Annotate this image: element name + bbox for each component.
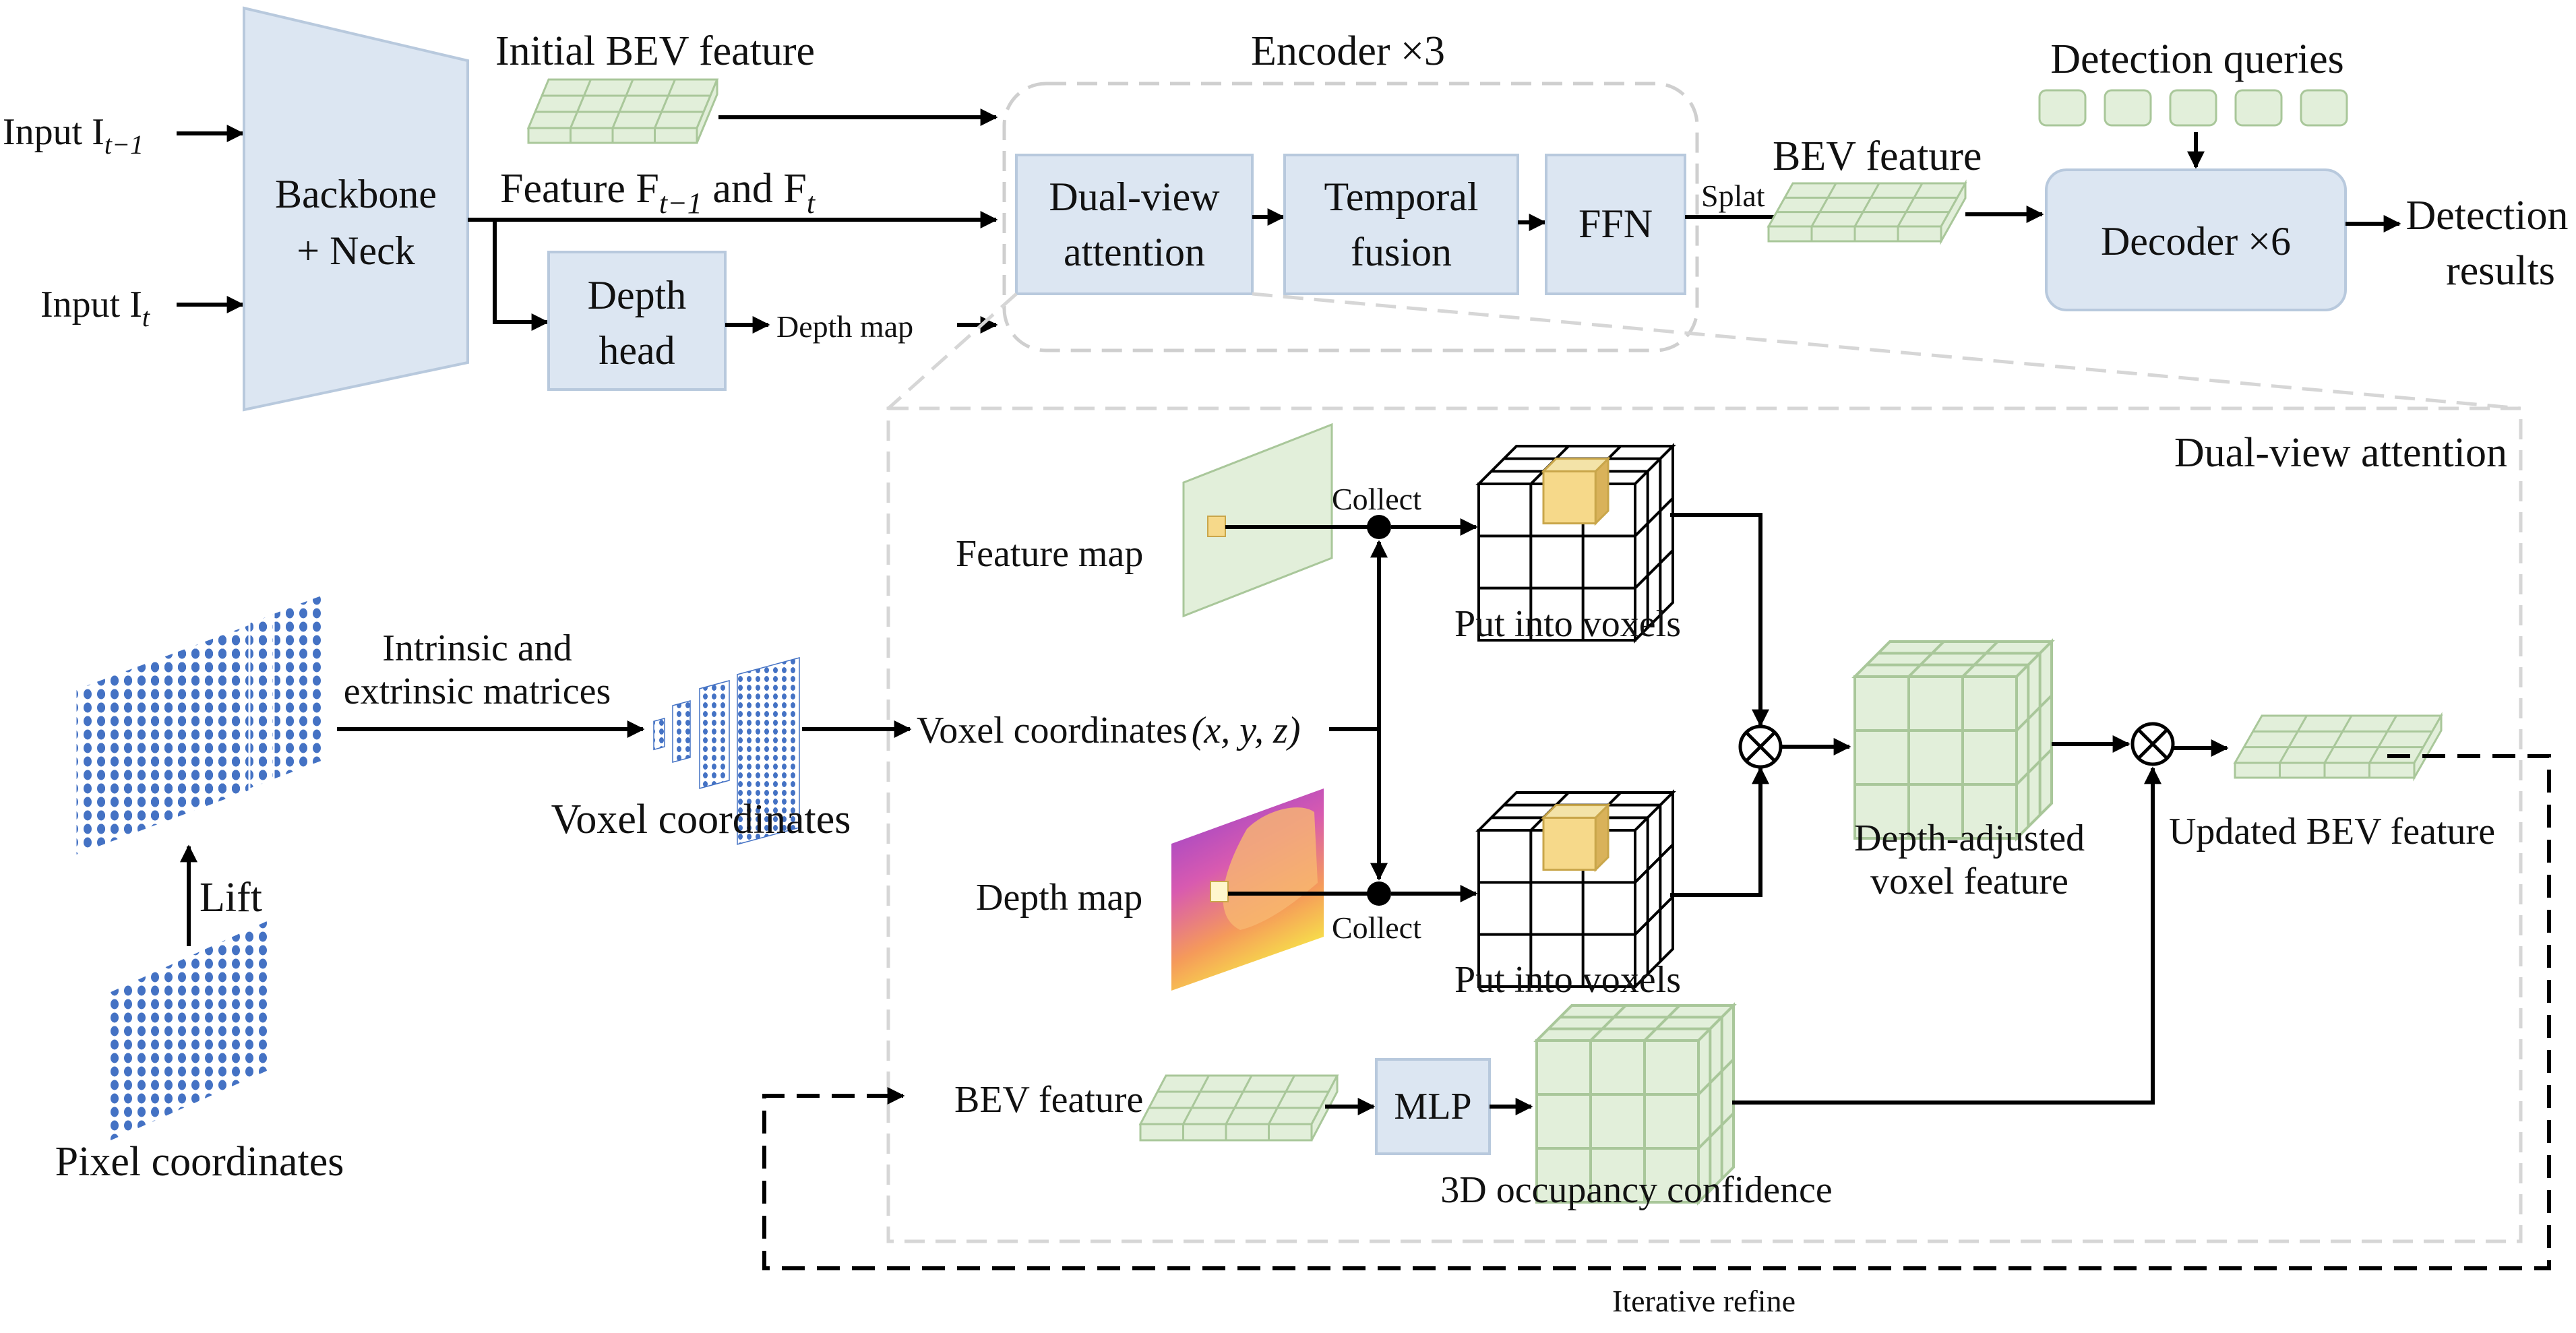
occupancy-label: 3D occupancy confidence — [1440, 1169, 1833, 1211]
arrow-occupancy-to-mult2 — [1732, 766, 2161, 1105]
dual-view-label-2: attention — [1064, 230, 1205, 274]
pixel-coordinates-plane — [108, 921, 268, 1142]
depth-adjusted-label-1: Depth-adjusted — [1854, 817, 2085, 859]
zoom-guide-right — [1252, 292, 2521, 410]
ffn-block — [1545, 154, 1686, 295]
intrinsic-label-1: Intrinsic and — [382, 627, 572, 669]
detection-query-token — [2038, 89, 2087, 127]
svg-text:Feature Ft−1 and Ft: Feature Ft−1 and Ft — [500, 166, 816, 220]
voxel-cube-top — [1475, 443, 1676, 644]
depth-adjusted-label-2: voxel feature — [1870, 861, 2068, 902]
zoom-guide-left — [887, 292, 1018, 410]
updated-bev-grid — [2233, 712, 2443, 782]
ffn-label: FFN — [1578, 202, 1653, 246]
frustum-plane — [699, 680, 730, 789]
backbone-label: Backbone — [275, 172, 437, 216]
intrinsic-label-2: extrinsic matrices — [344, 671, 611, 712]
detection-query-token — [2300, 89, 2348, 127]
bev-feature-bottom-grid — [1138, 1074, 1339, 1142]
mlp-label: MLP — [1394, 1086, 1471, 1127]
voxel-frustum-planes — [653, 657, 800, 845]
multiply-node-1 — [1738, 724, 1783, 769]
collect-node-top — [1367, 515, 1391, 539]
neck-label: + Neck — [297, 228, 415, 273]
input-prev-label: Input It−1 — [3, 111, 144, 160]
dual-view-panel — [886, 406, 2523, 1243]
voxel-cube-bottom — [1475, 789, 1676, 990]
frustum-plane — [653, 718, 665, 751]
depth-adjusted-cube — [1851, 638, 2055, 842]
occupancy-cube — [1533, 1002, 1737, 1206]
multiply-node-2 — [2130, 722, 2175, 766]
encoder-title: Encoder ×3 — [1251, 28, 1445, 74]
detection-queries-label: Detection queries — [2050, 36, 2344, 82]
feature-map-plane — [1182, 423, 1333, 618]
iterative-refine-label: Iterative refine — [1612, 1284, 1796, 1318]
voxel-coordinates-label: Voxel coordinates — [551, 797, 851, 842]
depth-map-label: Depth map — [976, 877, 1142, 919]
decoder-block — [2045, 168, 2347, 311]
dual-view-block — [1015, 154, 1254, 295]
updated-bev-label: Updated BEV feature — [2169, 811, 2495, 852]
backbone-block — [243, 6, 469, 412]
collect-label-top: Collect — [1332, 482, 1421, 516]
svg-text:Input It: Input It — [40, 284, 150, 332]
bev-feature-top-grid — [1767, 179, 1967, 245]
temporal-label-1: Temporal — [1324, 175, 1478, 219]
collect-node-bottom — [1367, 881, 1391, 906]
detection-query-tokens — [2038, 89, 2348, 127]
detection-results-label-2: results — [2446, 248, 2555, 294]
pixel-plane — [74, 622, 251, 858]
bev-feature-top-label: BEV feature — [1773, 133, 1982, 179]
frustum-plane — [672, 700, 691, 763]
dual-view-label-1: Dual-view — [1049, 175, 1220, 219]
voxel-coords-label: Voxel coordinates(x, y, z) — [917, 710, 1300, 751]
arrow-to-depth-head — [493, 220, 549, 331]
decoder-label: Decoder ×6 — [2101, 219, 2291, 264]
pixel-planes-stack — [74, 592, 324, 858]
encoder-container — [1002, 82, 1699, 352]
pixel-coordinates-label: Pixel coordinates — [55, 1139, 344, 1185]
detection-query-token — [2234, 89, 2283, 127]
depth-head-label-2: head — [599, 328, 675, 373]
put-voxels-label-bottom: Put into voxels — [1454, 959, 1681, 1001]
put-voxels-label-top: Put into voxels — [1454, 603, 1681, 645]
initial-bev-grid — [526, 78, 719, 144]
input-cur-label: Input It — [40, 284, 150, 332]
depth-head-block — [547, 251, 727, 391]
feature-map-label: Feature map — [956, 533, 1143, 575]
bev-feature-bottom-label: BEV feature — [954, 1079, 1143, 1121]
lift-label: Lift — [200, 875, 262, 921]
temporal-label-2: fusion — [1351, 230, 1452, 274]
depth-map-patch — [1210, 881, 1229, 902]
arrow-bottom-voxels-to-mult — [1670, 766, 1769, 897]
detection-query-token — [2169, 89, 2217, 127]
feature-map-patch — [1207, 516, 1226, 537]
frustum-plane — [737, 657, 800, 845]
arrow-top-voxels-to-mult — [1670, 513, 1769, 727]
collect-label-bottom: Collect — [1332, 910, 1421, 945]
detection-query-token — [2104, 89, 2152, 127]
depth-head-label-1: Depth — [588, 273, 687, 317]
dual-view-panel-title: Dual-view attention — [2174, 430, 2507, 476]
svg-text:Input It−1: Input It−1 — [3, 111, 144, 160]
depth-map-shape — [1223, 807, 1318, 930]
svg-text:Voxel coordinates(x, y, z): Voxel coordinates(x, y, z) — [917, 710, 1300, 751]
depth-map-label-top: Depth map — [776, 309, 913, 344]
detection-results-label-1: Detection — [2405, 193, 2568, 239]
initial-bev-label: Initial BEV feature — [495, 28, 815, 74]
feature-label: Feature Ft−1 and Ft — [500, 166, 816, 220]
splat-label: Splat — [1701, 179, 1765, 213]
